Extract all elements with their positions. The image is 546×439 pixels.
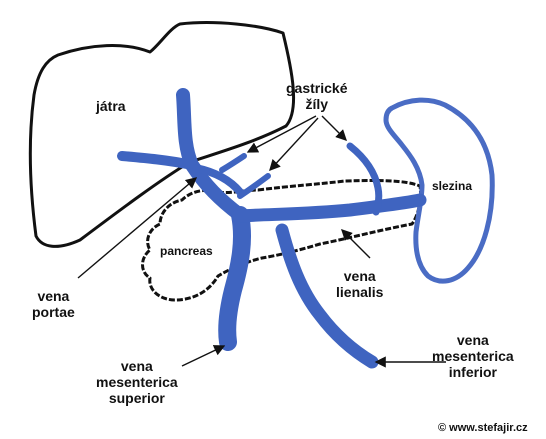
- label-sup-line1: vena: [120, 358, 153, 374]
- label-portal-line1: vena: [37, 288, 70, 304]
- label-inf-line3: inferior: [448, 364, 497, 381]
- portal-branch-left: [117, 151, 197, 170]
- label-splenic-line2: lienalis: [336, 284, 384, 301]
- gastric-vein-3: [346, 142, 383, 216]
- splenic-vein: [231, 193, 427, 223]
- label-sup-line3: superior: [108, 390, 165, 407]
- leader-superior: [181, 345, 226, 367]
- label-portal-line2: portae: [32, 304, 75, 321]
- leader-gastric-2: [269, 117, 319, 172]
- label-gastric-line2: žíly: [305, 96, 329, 113]
- leader-gastric-3: [321, 115, 347, 141]
- copyright-text: © www.stefajir.cz: [438, 422, 528, 434]
- leader-portal: [77, 177, 198, 279]
- label-vena-mesenterica-inferior: vena mesenterica inferior: [432, 332, 514, 380]
- leader-gastric-1: [246, 115, 317, 153]
- label-inf-line2: mesenterica: [432, 348, 514, 365]
- liver-outline: [28, 21, 296, 248]
- spleen-outline: [383, 97, 495, 284]
- gastric-vein-2: [237, 173, 271, 199]
- superior-mesenteric-vein: [218, 206, 251, 351]
- gastric-vein-1: [219, 153, 247, 173]
- label-inf-line1: vena: [456, 332, 489, 348]
- label-gastric-line1: gastrické: [286, 80, 348, 96]
- label-splenic-line1: vena: [343, 268, 376, 284]
- inferior-mesenteric-vein: [275, 223, 379, 369]
- portal-branch-right: [192, 164, 244, 196]
- label-pancreas: pancreas: [160, 244, 213, 258]
- label-gastric-veins: gastrické žíly: [286, 80, 347, 112]
- label-vena-lienalis: vena lienalis: [336, 268, 383, 300]
- leader-splenic: [341, 229, 371, 259]
- label-vena-mesenterica-superior: vena mesenterica superior: [96, 358, 178, 406]
- label-vena-portae: vena portae: [32, 288, 75, 320]
- label-spleen: slezina: [432, 179, 473, 193]
- label-sup-line2: mesenterica: [96, 374, 178, 391]
- label-liver: játra: [96, 98, 126, 114]
